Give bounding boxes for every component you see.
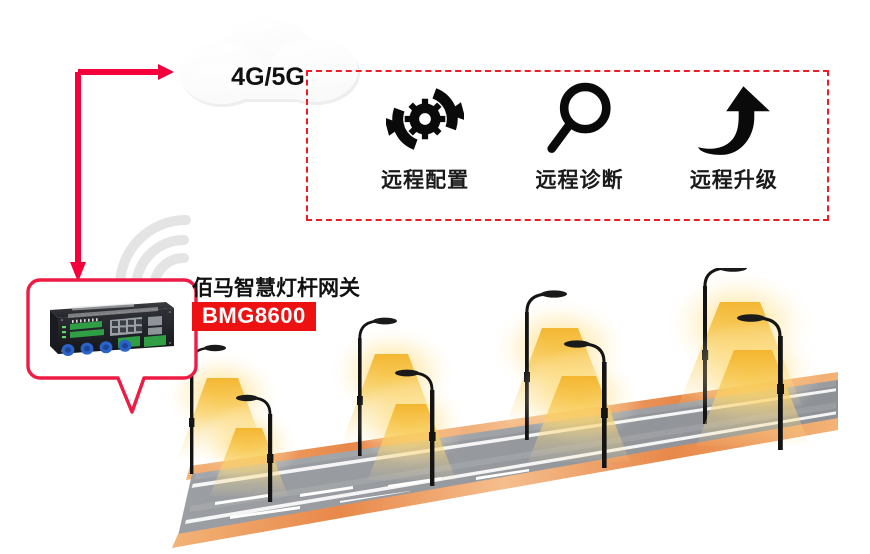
feature-remote-config[interactable]: 远程配置: [350, 78, 500, 194]
product-name: 佰马智慧灯杆网关: [192, 277, 360, 300]
curved-up-arrow-icon: [695, 78, 773, 160]
feature-label: 远程配置: [381, 169, 470, 192]
feature-remote-upgrade[interactable]: 远程升级: [659, 78, 809, 194]
feature-label: 远程升级: [689, 169, 778, 192]
remote-features-row: 远程配置 远程诊断 远程升级: [306, 70, 829, 221]
industrial-gateway-device: [50, 302, 174, 356]
road-scene: [162, 268, 838, 548]
street-lamp: [682, 314, 822, 450]
lane-markings: [185, 380, 836, 524]
magnifier-icon: [543, 78, 615, 160]
feature-remote-diagnostics[interactable]: 远程诊断: [504, 78, 654, 194]
gear-sync-icon: [386, 78, 465, 160]
product-title-block: 佰马智慧灯杆网关 BMG8600: [192, 277, 372, 332]
product-model-badge: BMG8600: [192, 302, 316, 332]
cloud-icon: [179, 18, 360, 107]
cloud-device-arrow: [70, 64, 174, 282]
product-model-text: BMG8600: [202, 303, 306, 329]
street-lamp: [514, 340, 642, 468]
feature-label: 远程诊断: [535, 169, 624, 192]
remote-features-box: [306, 70, 829, 221]
street-lamp: [196, 394, 300, 502]
street-lamp: [352, 369, 468, 486]
road-near-edge: [172, 418, 838, 548]
cloud-node: 4G/5G: [168, 18, 368, 118]
cloud-label: 4G/5G: [231, 62, 305, 91]
